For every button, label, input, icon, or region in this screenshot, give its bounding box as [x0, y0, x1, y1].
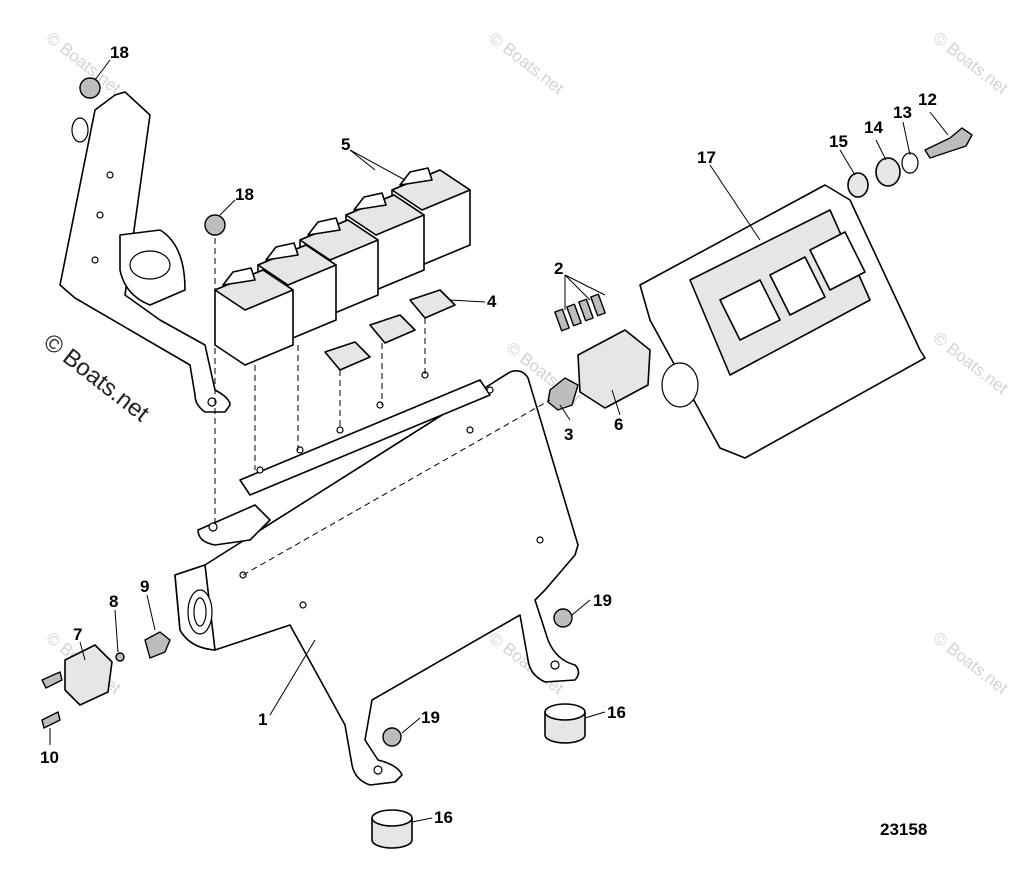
callout-14[interactable]: 14 [864, 118, 883, 137]
callout-12[interactable]: 12 [918, 90, 937, 109]
fuse-holder [324, 341, 371, 371]
fuse-holder [369, 314, 416, 344]
nut [553, 608, 573, 628]
callout-19[interactable]: 19 [421, 708, 440, 727]
callout-13[interactable]: 13 [893, 103, 912, 122]
washer [901, 152, 919, 174]
spacer [371, 809, 413, 849]
main-bracket [174, 370, 580, 786]
callout-5[interactable]: 5 [341, 135, 350, 154]
callout-2[interactable]: 2 [554, 259, 563, 278]
spacer [544, 703, 586, 744]
callout-18[interactable]: 18 [235, 185, 254, 204]
callout-18[interactable]: 18 [110, 43, 129, 62]
leader-lines [49, 59, 949, 823]
fuse-holder [409, 289, 456, 319]
bushing [847, 172, 869, 198]
bolt [924, 127, 973, 159]
grommet [875, 157, 901, 187]
relay [214, 267, 294, 366]
ecm-module [639, 184, 926, 459]
watermark: © Boats.net [930, 28, 1012, 98]
watermark-dark: © Boats.net [38, 328, 154, 427]
callout-8[interactable]: 8 [109, 592, 118, 611]
circuit-breaker [64, 644, 113, 706]
callout-10[interactable]: 10 [40, 748, 59, 767]
callout-15[interactable]: 15 [829, 132, 848, 151]
harness-connector [577, 329, 651, 409]
screw [41, 711, 61, 729]
callout-16[interactable]: 16 [434, 808, 453, 827]
assembly-lines [214, 238, 551, 576]
callout-1[interactable]: 1 [258, 710, 267, 729]
small-connector [547, 377, 579, 411]
nut [382, 727, 402, 747]
callouts: 1 2 3 4 5 6 7 8 9 10 12 13 14 15 16 16 1… [40, 43, 937, 827]
relay-group [214, 167, 471, 366]
watermark: © Boats.net [486, 28, 568, 98]
callout-6[interactable]: 6 [614, 415, 623, 434]
callout-7[interactable]: 7 [73, 625, 82, 644]
watermark: © Boats.net [930, 628, 1012, 698]
nut [204, 214, 226, 236]
callout-3[interactable]: 3 [564, 425, 573, 444]
nut [79, 77, 101, 99]
upper-left-bracket [59, 91, 231, 413]
wing-nut [144, 631, 171, 659]
callout-16[interactable]: 16 [607, 703, 626, 722]
callout-9[interactable]: 9 [140, 577, 149, 596]
fuse-holder-group [324, 289, 456, 371]
callout-19[interactable]: 19 [593, 591, 612, 610]
callout-4[interactable]: 4 [487, 292, 497, 311]
figure-number: 23158 [880, 820, 927, 839]
callout-17[interactable]: 17 [697, 148, 716, 167]
watermark: © Boats.net [930, 328, 1012, 398]
nut [115, 652, 125, 662]
screw [41, 671, 63, 689]
fuses [554, 293, 606, 332]
